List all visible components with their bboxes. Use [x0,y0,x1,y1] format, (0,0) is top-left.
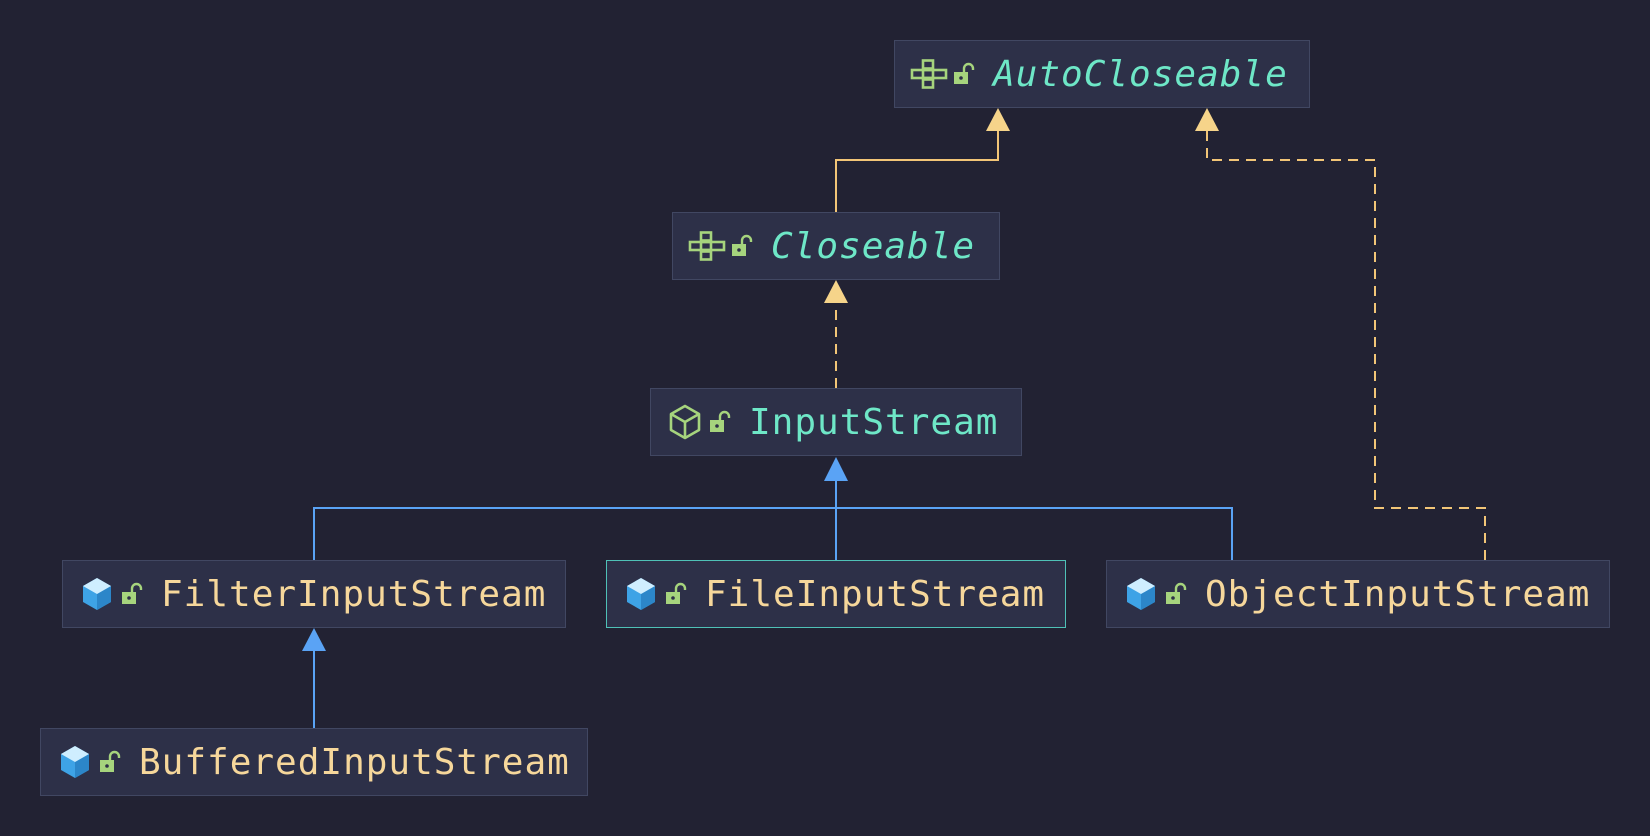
unlocked-icon [117,574,147,614]
interface-icon [909,54,949,94]
unlocked-icon [727,226,757,266]
node-label: FilterInputStream [161,573,547,615]
arrowhead-filterinputstream [302,628,326,651]
node-filterinputstream[interactable]: FilterInputStream [62,560,566,628]
node-label: BufferedInputStream [139,741,570,783]
class-icon [1121,574,1161,614]
edge-subclasses-inputstream [313,480,1233,560]
arrowhead-autocloseable-left [986,108,1010,131]
node-closeable[interactable]: Closeable [672,212,1000,280]
node-label: FileInputStream [705,573,1046,615]
node-label: Closeable [771,225,976,267]
arrowhead-inputstream [824,457,848,481]
abstract-class-icon [665,402,705,442]
class-icon [55,742,95,782]
node-bufferedinputstream[interactable]: BufferedInputStream [40,728,588,796]
node-autocloseable[interactable]: AutoCloseable [894,40,1310,108]
node-fileinputstream[interactable]: FileInputStream [606,560,1066,628]
unlocked-icon [661,574,691,614]
node-label: InputStream [749,401,999,443]
node-inputstream[interactable]: InputStream [650,388,1022,456]
node-objectinputstream[interactable]: ObjectInputStream [1106,560,1610,628]
unlocked-icon [95,742,125,782]
arrowhead-autocloseable-right [1195,108,1219,131]
arrowhead-closeable [824,280,848,303]
class-icon [621,574,661,614]
unlocked-icon [705,402,735,442]
interface-icon [687,226,727,266]
class-icon [77,574,117,614]
edge-objectinputstream-autocloseable [1206,130,1486,560]
node-label: ObjectInputStream [1205,573,1591,615]
unlocked-icon [949,54,979,94]
unlocked-icon [1161,574,1191,614]
edge-closeable-autocloseable [835,130,999,212]
node-label: AutoCloseable [993,53,1288,95]
